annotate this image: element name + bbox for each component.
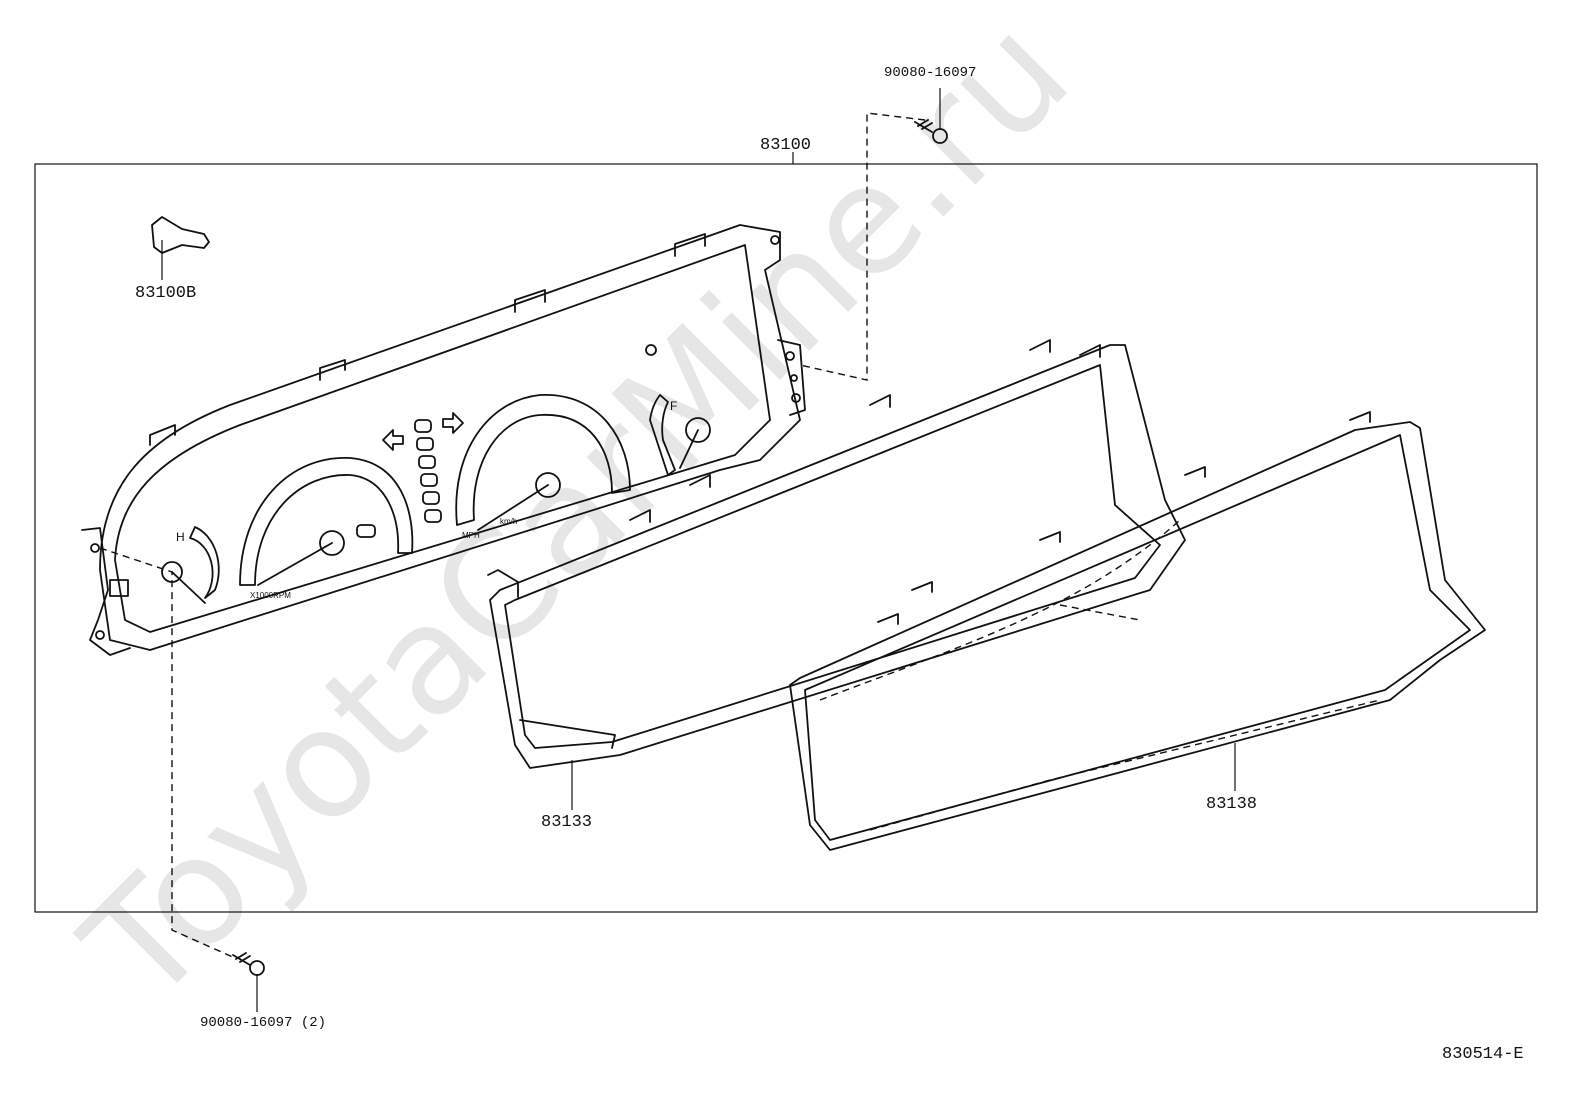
part-label-bulb: 83100B [135, 284, 196, 303]
part-label-lens: 83133 [541, 813, 592, 832]
meter-housing: H X1000RPM MPH km/h F [81, 224, 806, 656]
part-label-assembly: 83100 [760, 136, 811, 155]
speed-mph-label: MPH [462, 531, 480, 540]
part-label-glass: 83138 [1206, 795, 1257, 814]
watermark: ToyotaCarMine.ru [52, 0, 1102, 1036]
speed-kmh-label: km/h [500, 517, 517, 526]
tach-unit-label: X1000RPM [250, 591, 291, 600]
glass-plate [789, 411, 1486, 851]
diagram-code: 830514-E [1442, 1045, 1524, 1064]
temp-hot-label: H [176, 530, 185, 544]
assembly-frame [34, 163, 1538, 913]
bulb-socket-icon [151, 216, 210, 280]
part-label-screw-top: 90080-16097 [884, 65, 976, 81]
screw-bottom-icon [232, 952, 265, 976]
lens-cover [487, 339, 1186, 769]
fuel-full-label: F [670, 399, 677, 413]
part-label-screw-bottom: 90080-16097 (2) [200, 1015, 326, 1031]
